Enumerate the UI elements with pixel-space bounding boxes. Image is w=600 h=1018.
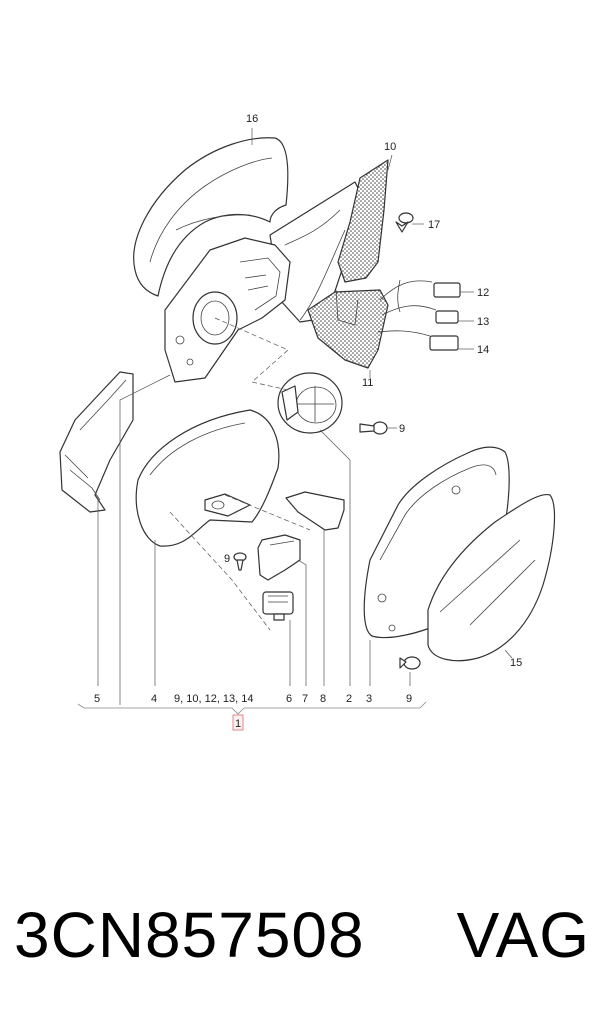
- assembly-bracket: [77, 701, 427, 715]
- leader-lines: [97, 128, 513, 705]
- module-part-7: [257, 534, 301, 581]
- wiring-connectors: [377, 279, 461, 351]
- gasket-part-11: [307, 289, 389, 369]
- bottom-label: 8: [320, 693, 326, 705]
- callout-17: 17: [428, 219, 440, 231]
- bottom-label: 9: [406, 693, 412, 705]
- motor-part-6: [262, 591, 294, 621]
- screw-part-9-small: [233, 552, 247, 571]
- mirror-housing: [269, 181, 363, 323]
- mirror-base-bracket: [164, 237, 291, 383]
- part-number-banner: 3CN857508 VAG: [14, 890, 590, 980]
- callout-14: 14: [477, 344, 489, 356]
- callout-12: 12: [477, 287, 489, 299]
- bottom-label: 6: [286, 693, 292, 705]
- callout-9-small: 9: [224, 553, 230, 565]
- bottom-label: 3: [366, 693, 372, 705]
- assembly-dashed-lines: [169, 317, 311, 631]
- bottom-label: 7: [302, 693, 308, 705]
- callout-11: 11: [362, 377, 373, 389]
- turn-signal-part-5: [59, 371, 134, 513]
- gasket-part-10: [337, 159, 389, 283]
- assembly-callout-1: 1: [235, 718, 241, 730]
- adjustment-motor-part-2: [277, 372, 343, 434]
- bottom-label: 9, 10, 12, 13, 14: [174, 693, 254, 705]
- callout-13: 13: [477, 316, 489, 328]
- bottom-label: 4: [151, 693, 157, 705]
- callout-15: 15: [510, 657, 522, 669]
- clip-part-8: [285, 491, 345, 531]
- bottom-label: 2: [346, 693, 352, 705]
- assembly-callout-box: [232, 714, 244, 731]
- part-number: 3CN857508: [14, 899, 365, 971]
- screw-part-9-glass: [399, 656, 421, 670]
- bottom-label: 5: [94, 693, 100, 705]
- brand-name: VAG: [456, 899, 590, 971]
- lower-housing-part-4: [135, 409, 280, 547]
- mirror-exploded-diagram: 16 10 17 12 13 14 11 9 15 9 5 4 9, 10, 1…: [59, 113, 556, 731]
- screw-part-17: [395, 212, 414, 233]
- callout-16: 16: [246, 113, 258, 125]
- callout-10: 10: [384, 141, 396, 153]
- screw-part-9: [359, 421, 388, 435]
- mirror-glass-part-15: [427, 493, 556, 662]
- mirror-cap-part: [133, 137, 289, 297]
- callout-9-screw: 9: [399, 423, 405, 435]
- bottom-label-row: 5 4 9, 10, 12, 13, 14 6 7 8 2 3 9: [94, 693, 412, 705]
